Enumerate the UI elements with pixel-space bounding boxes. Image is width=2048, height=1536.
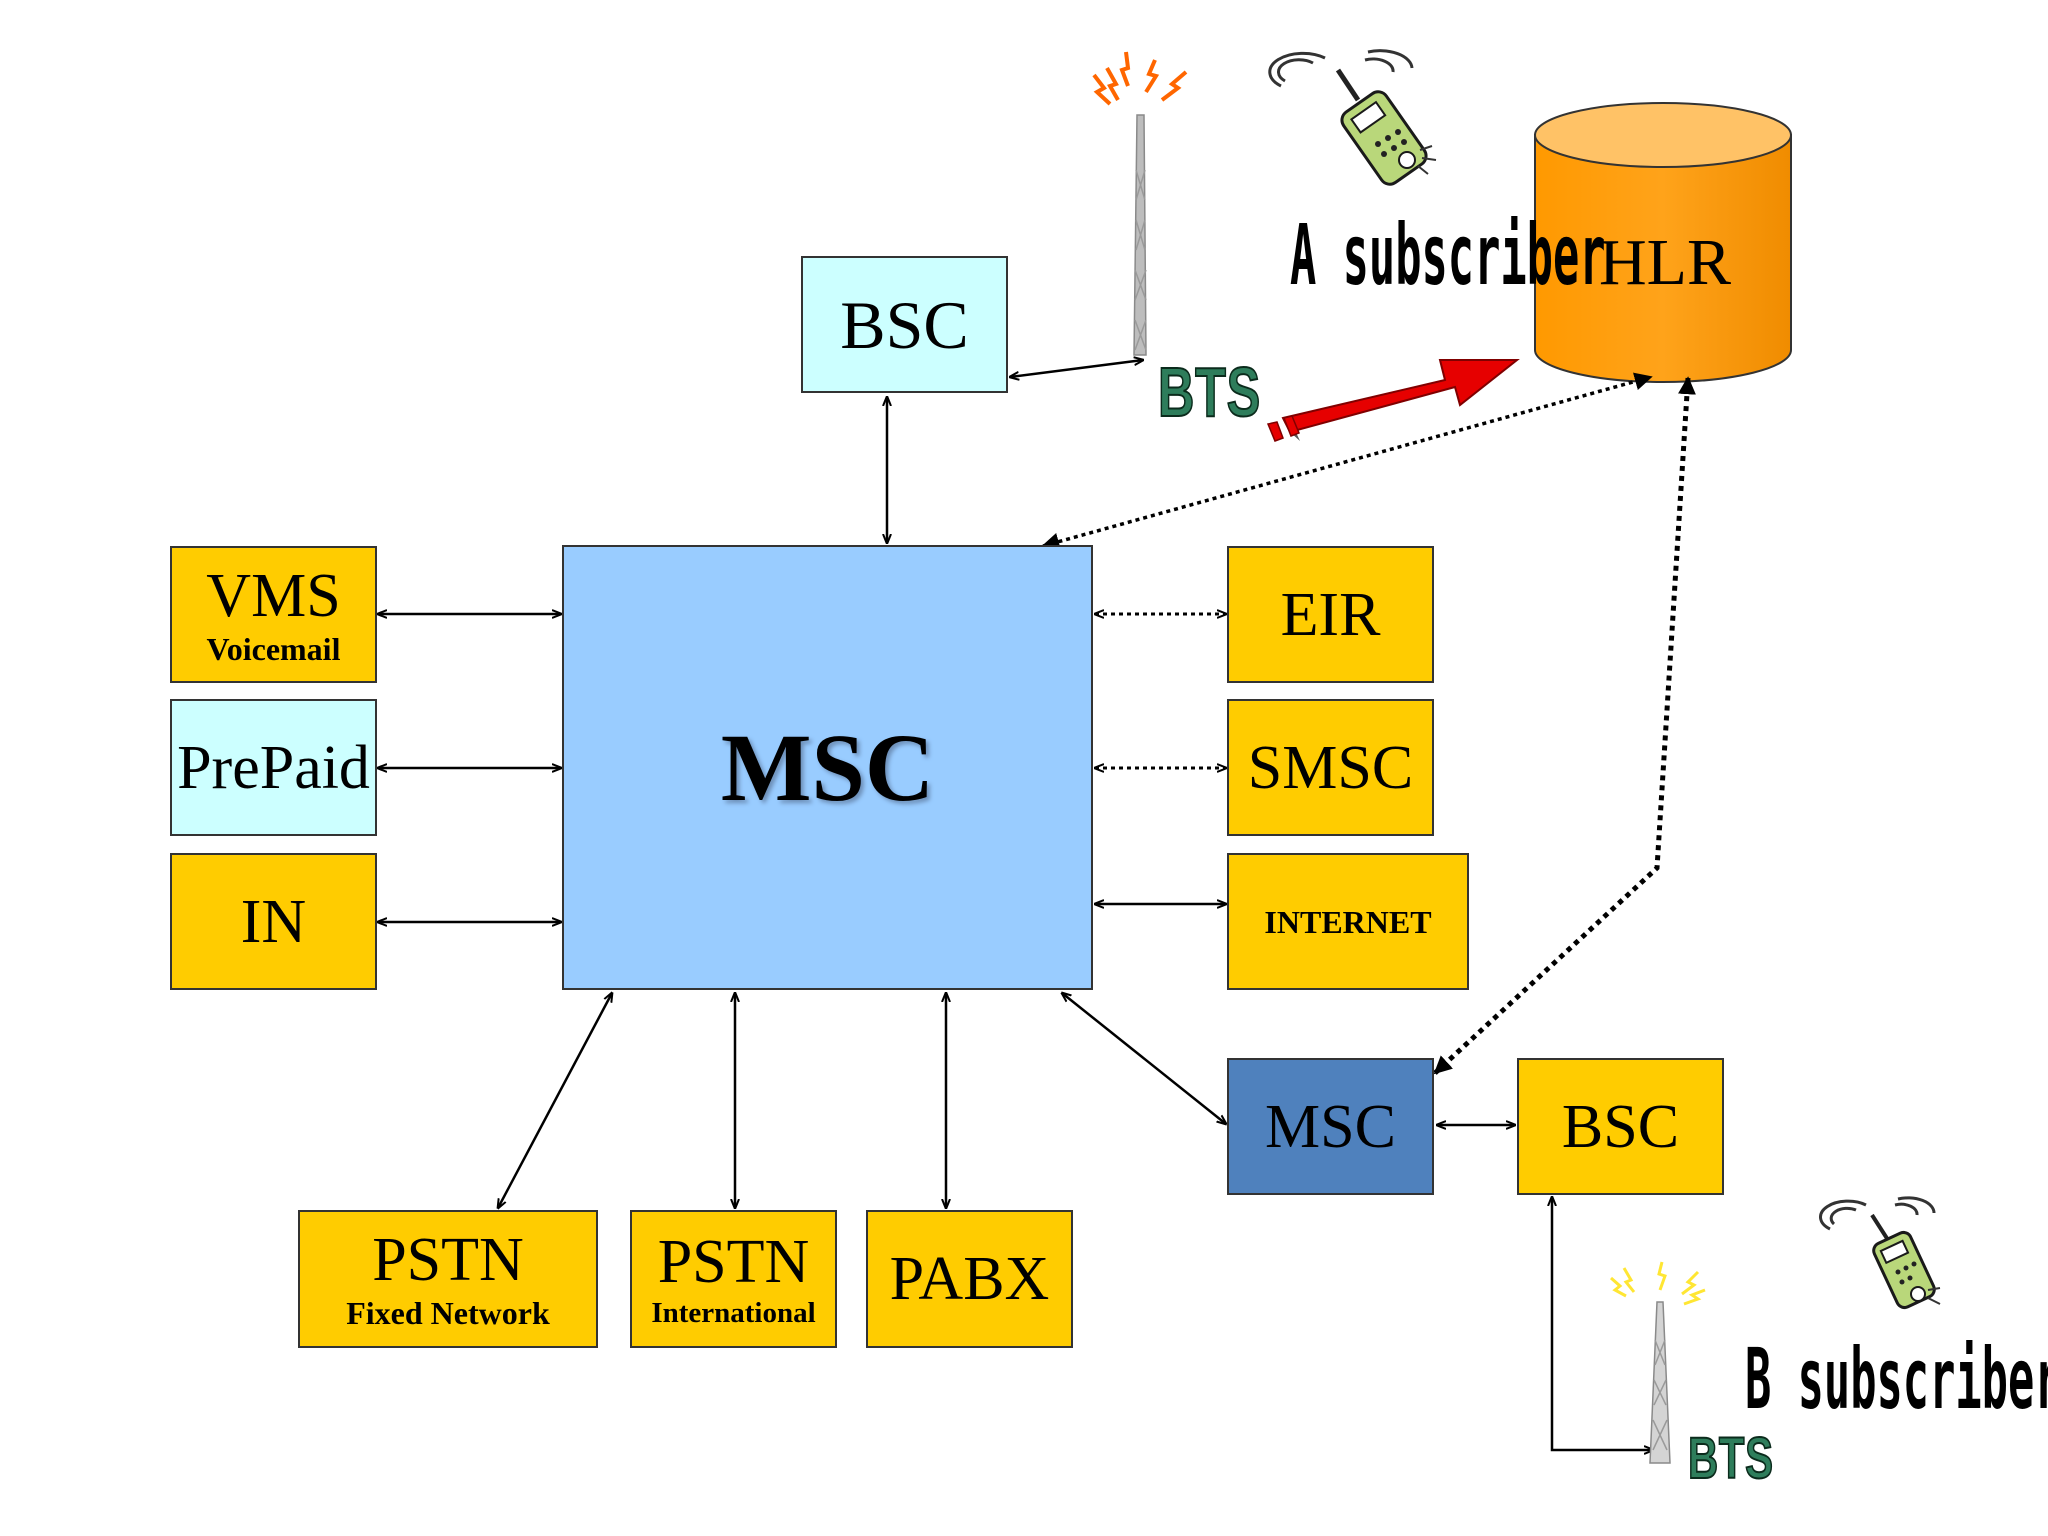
- pabx-node: PABX: [866, 1210, 1073, 1348]
- in-label: IN: [240, 887, 307, 956]
- b-subscriber-label: B subscriber: [1745, 1330, 2048, 1428]
- smsc-node: SMSC: [1227, 699, 1434, 836]
- msc-remote-label: MSC: [1265, 1092, 1396, 1161]
- msc-main-label: MSC: [720, 713, 935, 821]
- in-node: IN: [170, 853, 377, 990]
- smsc-label: SMSC: [1247, 733, 1414, 802]
- msc-remote-node: MSC: [1227, 1058, 1434, 1195]
- eir-node: EIR: [1227, 546, 1434, 683]
- pstn-intl-label: PSTN: [657, 1227, 810, 1296]
- bts-top-label: BTS: [1157, 352, 1261, 432]
- vms-label: VMS: [206, 561, 341, 630]
- database-cylinder-icon: [1534, 102, 1792, 383]
- hlr-label: HLR: [1599, 226, 1731, 299]
- pstn-fixed-sublabel: Fixed Network: [346, 1295, 550, 1331]
- link-bsc-bts-top: [1010, 360, 1143, 377]
- red-arrow-icon: [1266, 359, 1520, 442]
- pabx-label: PABX: [889, 1245, 1050, 1313]
- vms-sublabel: Voicemail: [206, 630, 341, 667]
- link-msc-pstn-fixed: [498, 993, 612, 1208]
- eir-label: EIR: [1280, 580, 1381, 649]
- prepaid-node: PrePaid: [170, 699, 377, 836]
- antenna-tower-icon: [1610, 1261, 1706, 1464]
- pstn-fixed-label: PSTN: [372, 1226, 524, 1294]
- link-msc-remote-hlr: [1433, 376, 1696, 1075]
- bsc-remote-node: BSC: [1517, 1058, 1724, 1195]
- mobile-phone-icon: [1819, 1196, 1941, 1310]
- internet-node: INTERNET: [1227, 853, 1469, 990]
- dotted-links: [1041, 372, 1696, 1075]
- link-msc-hlr: [1041, 372, 1653, 551]
- link-bsc-remote-bts: [1552, 1197, 1653, 1450]
- pstn-intl-node: PSTN International: [630, 1210, 837, 1348]
- pstn-fixed-node: PSTN Fixed Network: [298, 1210, 598, 1348]
- vms-node: VMS Voicemail: [170, 546, 377, 683]
- link-msc-msc-remote: [1062, 993, 1226, 1124]
- antenna-tower-icon: [1092, 51, 1188, 356]
- bsc-top-label: BSC: [840, 286, 969, 363]
- prepaid-label: PrePaid: [177, 733, 370, 802]
- internet-label: INTERNET: [1264, 903, 1432, 940]
- bts-bottom-label: BTS: [1687, 1425, 1774, 1492]
- a-subscriber-label: A subscriber: [1290, 206, 1606, 304]
- solid-links: [378, 360, 1653, 1450]
- msc-main-node: MSC: [562, 545, 1093, 990]
- pstn-intl-sublabel: International: [651, 1296, 816, 1329]
- mobile-phone-icon: [1268, 49, 1437, 186]
- bsc-top-node: BSC: [801, 256, 1008, 393]
- bsc-remote-label: BSC: [1561, 1092, 1680, 1161]
